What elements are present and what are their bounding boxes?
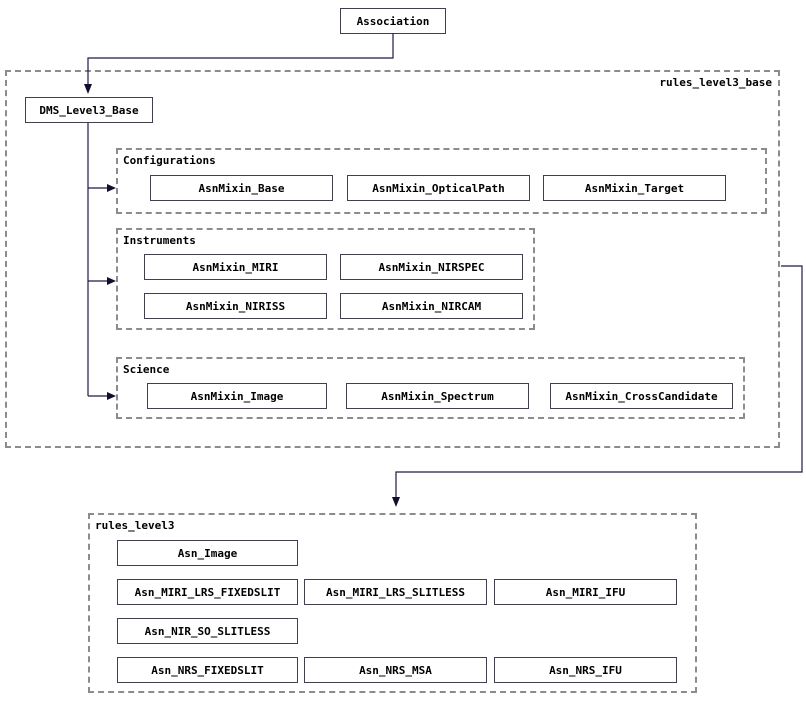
- node-asnmixin-niriss: AsnMixin_NIRISS: [144, 293, 327, 319]
- node-asn-image: Asn_Image: [117, 540, 298, 566]
- node-asn-miri-lrs-slitless: Asn_MIRI_LRS_SLITLESS: [304, 579, 487, 605]
- cluster-rules-level3-label: rules_level3: [95, 519, 175, 532]
- node-asnmixin-spectrum: AsnMixin_Spectrum: [346, 383, 529, 409]
- node-asn-miri-ifu: Asn_MIRI_IFU: [494, 579, 677, 605]
- node-asn-nir-so-slitless: Asn_NIR_SO_SLITLESS: [117, 618, 298, 644]
- node-dms-level3-base: DMS_Level3_Base: [25, 97, 153, 123]
- cluster-rules-level3: rules_level3: [88, 513, 697, 693]
- node-asn-miri-lrs-fixedslit: Asn_MIRI_LRS_FIXEDSLIT: [117, 579, 298, 605]
- node-asnmixin-miri: AsnMixin_MIRI: [144, 254, 327, 280]
- arrowhead-down-icon: [392, 497, 400, 507]
- node-association: Association: [340, 8, 446, 34]
- cluster-science-label: Science: [123, 363, 170, 376]
- node-asn-nrs-msa: Asn_NRS_MSA: [304, 657, 487, 683]
- node-asnmixin-nirspec: AsnMixin_NIRSPEC: [340, 254, 523, 280]
- cluster-configurations: Configurations: [116, 148, 767, 214]
- node-asn-nrs-ifu: Asn_NRS_IFU: [494, 657, 677, 683]
- node-asnmixin-crosscandidate: AsnMixin_CrossCandidate: [550, 383, 733, 409]
- cluster-rules-level3-base-label: rules_level3_base: [659, 76, 772, 89]
- node-asnmixin-target: AsnMixin_Target: [543, 175, 726, 201]
- node-asnmixin-nircam: AsnMixin_NIRCAM: [340, 293, 523, 319]
- cluster-configurations-label: Configurations: [123, 154, 216, 167]
- cluster-instruments-label: Instruments: [123, 234, 196, 247]
- node-asnmixin-opticalpath: AsnMixin_OpticalPath: [347, 175, 530, 201]
- node-asn-nrs-fixedslit: Asn_NRS_FIXEDSLIT: [117, 657, 298, 683]
- node-asnmixin-base: AsnMixin_Base: [150, 175, 333, 201]
- node-asnmixin-image: AsnMixin_Image: [147, 383, 327, 409]
